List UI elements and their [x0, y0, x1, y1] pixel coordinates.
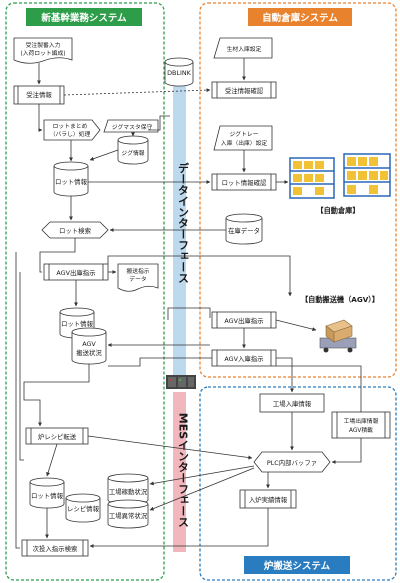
- jig-tray-node: ジグトレー 入庫（出庫）設定: [213, 125, 273, 151]
- warehouse-shelf-icon: [289, 157, 335, 199]
- factory-out-line2: AGV積載: [349, 426, 373, 434]
- lot-confirm-label: ロット情報確認: [222, 178, 267, 187]
- agv-status-db: AGV 搬送状況: [71, 327, 107, 365]
- furnace-result-node: 入炉実績情報: [239, 489, 297, 509]
- agv-status-line2: 搬送状況: [76, 348, 102, 357]
- order-input-line1: 受注製番入力: [26, 41, 61, 49]
- furnace-recipe-label: 炉レシピ転送: [38, 432, 77, 441]
- transport-data-line2: データ: [129, 275, 147, 283]
- lot-summary-line2: （バラし）処理: [50, 130, 91, 138]
- warehouse-system-title-tab: [248, 8, 352, 26]
- furnace-system-frame: [199, 386, 397, 581]
- factory-status-label: 工場稼動状況: [109, 487, 148, 496]
- factory-out-line1: 工場出庫情報: [344, 417, 379, 425]
- agv-out-order-right-label: AGV出庫指示: [224, 316, 264, 325]
- lot-info-3-label: ロット情報: [31, 491, 64, 500]
- agv-in-order-label: AGV入庫指示: [224, 354, 264, 363]
- left-system-title: 新基幹業務システム: [41, 12, 127, 24]
- next-process-label: 次投入指示検索: [33, 544, 78, 553]
- data-interface-label: データインターフェース: [177, 161, 190, 283]
- warehouse-system-frame: [199, 2, 397, 378]
- stock-data-label: 在庫データ: [228, 226, 260, 235]
- furnace-system-title-tab: [244, 556, 350, 574]
- lot-summary-line1: ロットまとめ: [53, 123, 88, 130]
- plc-buffer-label: PLC内部バッファ: [267, 458, 317, 467]
- lot-search-label: ロット検索: [59, 226, 91, 235]
- factory-error-db: 工場異常状況: [107, 499, 149, 529]
- material-input-node: 生材入庫設定: [213, 37, 273, 59]
- factory-error-label: 工場異常状況: [109, 511, 148, 520]
- order-info-label: 受注情報: [26, 90, 52, 99]
- lot-search-node: ロット検索: [41, 221, 109, 239]
- agv-out-order-left-node: AGV出庫指示: [43, 263, 109, 281]
- order-confirm-node: 受注情報確認: [211, 81, 277, 99]
- mes-interface-band: [173, 392, 186, 552]
- jig-master-label: ジグマスタ保守: [112, 123, 153, 131]
- factory-in-info-label: 工場入庫情報: [273, 399, 312, 408]
- left-system-title-tab: [26, 8, 142, 26]
- agv-in-order-node: AGV入庫指示: [211, 349, 277, 367]
- lot-info-label: ロット情報: [55, 177, 88, 186]
- next-process-node: 次投入指示検索: [21, 539, 89, 557]
- furnace-result-label: 入炉実績情報: [249, 495, 288, 504]
- factory-out-info-node: 工場出庫情報 AGV積載: [331, 411, 391, 439]
- lot-summary-node: ロットまとめ （バラし）処理: [43, 119, 101, 141]
- furnace-recipe-node: 炉レシピ転送: [25, 427, 89, 445]
- warehouse-shelf-icon-2: [343, 153, 391, 197]
- agv-out-order-left-label: AGV出庫指示: [56, 268, 96, 277]
- transport-data-node: 搬送指示 データ: [117, 263, 159, 292]
- left-system-frame: [5, 2, 165, 581]
- warehouse-system-title: 自動倉庫システム: [262, 12, 338, 24]
- server-rack-icon: [166, 375, 196, 389]
- lot-info-db: ロット情報: [53, 161, 89, 197]
- order-input-line2: (入荷ロット編成): [20, 49, 65, 57]
- jig-info-label: ジグ情報: [121, 149, 144, 157]
- agv-out-order-right-node: AGV出庫指示: [211, 311, 277, 329]
- dblink-database: DBLINK: [164, 57, 194, 87]
- lot-info-2-label: ロット情報: [61, 319, 94, 328]
- agv-tag: 【自動搬送機（AGV）】: [301, 295, 379, 304]
- lot-confirm-node: ロット情報確認: [211, 173, 277, 191]
- factory-in-info-node: 工場入庫情報: [259, 393, 325, 413]
- connectors: [15, 58, 362, 549]
- agv-status-line1: AGV: [82, 340, 96, 348]
- mes-interface-label: MESインターフェース: [177, 413, 190, 527]
- jig-tray-line2: 入庫（出庫）設定: [221, 139, 268, 147]
- order-input-node: 受注製番入力 (入荷ロット編成): [13, 37, 73, 64]
- transport-data-line1: 搬送指示: [126, 267, 149, 275]
- furnace-system-title: 炉搬送システム: [264, 560, 331, 572]
- stock-data-db: 在庫データ: [225, 213, 263, 245]
- jig-info-db: ジグ情報: [117, 135, 149, 165]
- order-confirm-label: 受注情報確認: [225, 86, 264, 95]
- jig-master-node: ジグマスタ保守: [103, 119, 159, 133]
- jig-tray-line1: ジグトレー: [230, 130, 259, 138]
- lot-info-3-db: ロット情報: [29, 477, 65, 509]
- warehouse-tag: 【自動倉庫】: [316, 206, 359, 215]
- recipe-info-db: レシピ情報: [65, 493, 101, 523]
- factory-status-db: 工場稼動状況: [107, 473, 149, 505]
- agv-vehicle-icon: [319, 319, 357, 353]
- dblink-label: DBLINK: [167, 69, 192, 77]
- material-input-label: 生材入庫設定: [227, 45, 262, 53]
- recipe-info-label: レシピ情報: [67, 504, 100, 513]
- plc-buffer-node: PLC内部バッファ: [253, 451, 331, 473]
- order-info-node: 受注情報: [13, 85, 65, 105]
